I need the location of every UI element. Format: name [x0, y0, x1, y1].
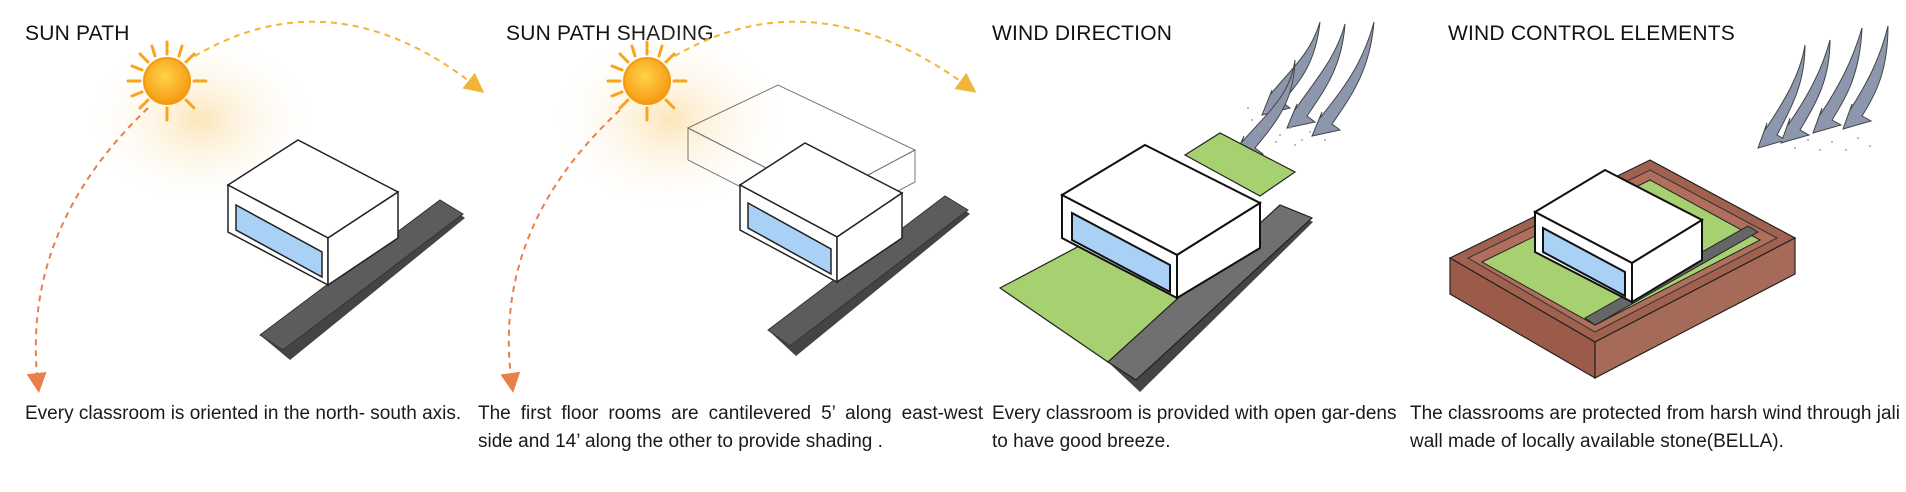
wind-arrows-icon [1757, 25, 1889, 149]
garden-right [1183, 132, 1297, 197]
panel-title: WIND CONTROL ELEMENTS [1448, 22, 1735, 45]
wind-arrows-icon [1232, 21, 1375, 161]
window-glass [235, 203, 323, 279]
window-glass [747, 201, 832, 276]
panel-wind-control-elements: WIND CONTROL ELEMENTS The classr [1410, 0, 1906, 492]
sun-icon [126, 40, 208, 122]
sun-path-arc-upper [184, 20, 485, 93]
panel-caption: The first floor rooms are cantilevered 5… [478, 403, 983, 452]
sun-glow [545, 25, 795, 215]
sun-path-arc-lower [500, 109, 621, 393]
wind-direction-diagram [998, 21, 1375, 392]
wind-particles [1247, 107, 1326, 146]
sun-path-arc-upper [664, 20, 977, 93]
panel-caption: Every classroom is provided with open ga… [992, 403, 1397, 452]
panel-sun-path: SUN PATH [0, 0, 485, 492]
classroom-block [1532, 168, 1705, 304]
classroom-block [226, 139, 400, 287]
classroom-block [738, 142, 904, 284]
panel-sun-path-shading: SUN PATH SHADING [470, 0, 990, 492]
panel-caption: Every classroom is oriented in the north… [25, 403, 462, 424]
sun-icon [606, 40, 688, 122]
sun-path-arc-lower [26, 107, 149, 393]
panel-title: SUN PATH [25, 22, 130, 45]
sun-path-diagram [26, 20, 485, 393]
sun-path-shading-diagram [500, 20, 977, 393]
wind-control-diagram [1448, 25, 1889, 380]
wind-particles [1781, 137, 1871, 151]
panel-title: WIND DIRECTION [992, 22, 1173, 45]
panel-caption: The classrooms are protected from harsh … [1410, 403, 1901, 452]
panel-wind-direction: WIND DIRECTION Every classroom is provid… [990, 0, 1410, 492]
classroom-block [1059, 143, 1263, 300]
window-glass [1071, 211, 1171, 294]
window-glass [1542, 226, 1626, 298]
